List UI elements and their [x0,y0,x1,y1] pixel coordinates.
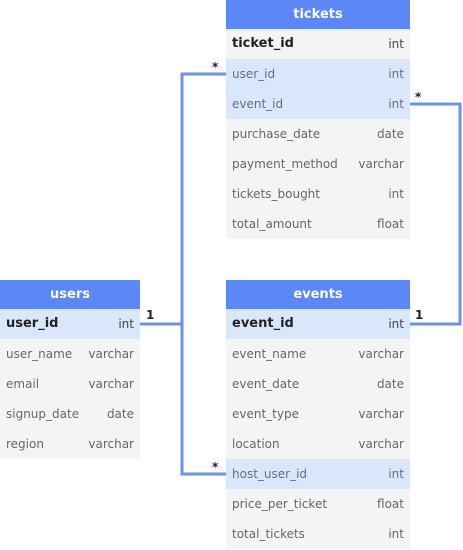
cardinality-tickets-user-id: * [212,60,219,74]
field-name: event_date [232,377,300,391]
cardinality-events-event-id: 1 [415,308,424,322]
table-tickets[interactable]: tickets ticket_id int user_id int event_… [226,0,410,239]
field-type: varchar [88,377,134,391]
field-email[interactable]: email varchar [0,369,140,399]
field-type: int [388,67,404,81]
field-name: event_type [232,407,299,421]
field-type: varchar [358,407,404,421]
field-type: int [388,97,404,111]
field-name: location [232,437,280,451]
field-type: date [376,127,404,141]
link-tickets-user-id-to-users [140,72,226,326]
field-event-id[interactable]: event_id int [226,309,410,339]
field-name: tickets_bought [232,187,320,201]
field-event-id[interactable]: event_id int [226,89,410,119]
field-name: user_name [6,347,73,361]
field-user-id[interactable]: user_id int [226,59,410,89]
field-event-type[interactable]: event_type varchar [226,399,410,429]
field-type: varchar [88,347,134,361]
field-region[interactable]: region varchar [0,429,140,459]
field-type: int [118,317,134,331]
field-type: int [388,317,404,331]
field-user-name[interactable]: user_name varchar [0,339,140,369]
table-users-header[interactable]: users [0,280,140,309]
field-name: signup_date [6,407,80,421]
field-ticket-id[interactable]: ticket_id int [226,29,410,59]
field-name: user_id [6,316,59,331]
table-events-header[interactable]: events [226,280,410,309]
field-name: user_id [232,67,276,81]
cardinality-tickets-event-id: * [415,90,422,104]
field-type: float [377,497,404,511]
field-name: total_amount [232,217,312,231]
field-user-id[interactable]: user_id int [0,309,140,339]
field-type: int [388,467,404,481]
field-name: payment_method [232,157,338,171]
field-name: host_user_id [232,467,308,481]
field-price-per-ticket[interactable]: price_per_ticket float [226,489,410,519]
field-name: ticket_id [232,36,294,51]
field-location[interactable]: location varchar [226,429,410,459]
field-tickets-bought[interactable]: tickets_bought int [226,179,410,209]
field-signup-date[interactable]: signup_date date [0,399,140,429]
field-name: event_id [232,97,284,111]
field-event-name[interactable]: event_name varchar [226,339,410,369]
field-type: int [388,187,404,201]
field-type: int [388,37,404,51]
field-name: event_name [232,347,307,361]
field-type: date [376,377,404,391]
cardinality-events-host-user-id: * [212,460,219,474]
field-name: purchase_date [232,127,321,141]
field-payment-method[interactable]: payment_method varchar [226,149,410,179]
field-name: price_per_ticket [232,497,328,511]
field-total-tickets[interactable]: total_tickets int [226,519,410,549]
table-users[interactable]: users user_id int user_name varchar emai… [0,280,140,459]
field-purchase-date[interactable]: purchase_date date [226,119,410,149]
link-tickets-event-id-to-events [410,102,462,326]
field-total-amount[interactable]: total_amount float [226,209,410,239]
field-event-date[interactable]: event_date date [226,369,410,399]
field-type: varchar [358,437,404,451]
cardinality-users-user-id: 1 [146,308,155,322]
link-events-host-user-id-to-users [180,324,226,476]
table-events[interactable]: events event_id int event_name varchar e… [226,280,410,549]
field-name: email [6,377,40,391]
table-tickets-header[interactable]: tickets [226,0,410,29]
field-type: varchar [358,157,404,171]
field-host-user-id[interactable]: host_user_id int [226,459,410,489]
field-name: total_tickets [232,527,305,541]
field-type: date [106,407,134,421]
field-type: varchar [358,347,404,361]
field-type: float [377,217,404,231]
field-name: event_id [232,316,294,331]
field-type: varchar [88,437,134,451]
field-name: region [6,437,44,451]
field-type: int [388,527,404,541]
